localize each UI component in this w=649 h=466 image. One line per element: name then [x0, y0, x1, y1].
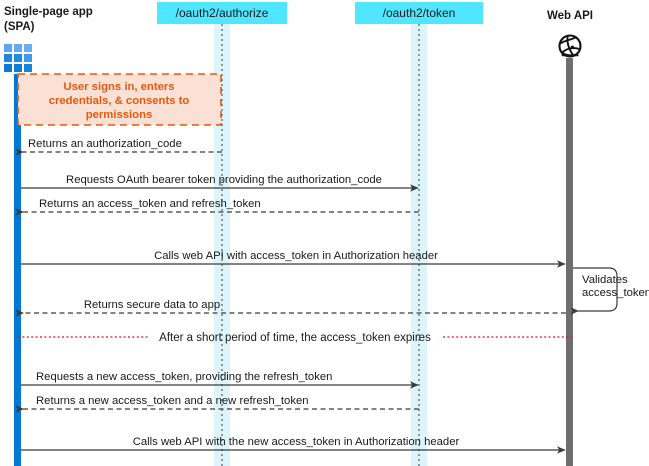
participant-spa-label-line1: Single-page app [4, 6, 93, 18]
note-line-2: credentials, & consents to [49, 95, 190, 107]
participant-webapi: Web API [547, 10, 593, 58]
note-box [17, 73, 222, 126]
participant-authorize: /oauth2/authorize [157, 2, 287, 24]
participant-token: /oauth2/token [355, 2, 483, 24]
lifeline-webapi [566, 58, 573, 466]
message-1-label: Returns an authorization_code [28, 138, 182, 150]
divider-token-expires: After a short period of time, the access… [18, 332, 572, 344]
message-5: Returns secure data to app [15, 299, 566, 317]
app-grid-icon [4, 44, 32, 72]
message-6: Requests a new access_token, providing t… [21, 371, 419, 389]
lifeline-token [411, 24, 427, 466]
message-6-label: Requests a new access_token, providing t… [36, 371, 332, 383]
message-8: Calls web API with the new access_token … [21, 436, 566, 454]
self-message-arrow [570, 267, 618, 315]
lifeline-authorize [214, 24, 230, 466]
participant-spa: Single-page app (SPA) [4, 6, 93, 72]
message-5-label: Returns secure data to app [84, 299, 220, 311]
message-7-label: Returns a new access_token and a new ref… [36, 395, 309, 407]
participant-spa-label-line2: (SPA) [4, 21, 35, 33]
note-line-3: permissions [86, 109, 153, 121]
participant-authorize-label: /oauth2/authorize [176, 6, 269, 20]
message-7: Returns a new access_token and a new ref… [15, 395, 419, 413]
lifeline-spa [14, 74, 21, 466]
message-3: Returns an access_token and refresh_toke… [15, 198, 419, 216]
message-2: Requests OAuth bearer token providing th… [21, 174, 419, 192]
divider-label: After a short period of time, the access… [159, 332, 431, 344]
participant-webapi-label: Web API [547, 10, 593, 22]
note-user-signin: User signs in, enters credentials, & con… [17, 73, 222, 126]
globe-network-icon [558, 34, 582, 58]
self-message-validates: Validates access_token [570, 267, 649, 315]
message-1: Returns an authorization_code [15, 138, 222, 156]
message-2-label: Requests OAuth bearer token providing th… [66, 174, 382, 186]
note-line-1: User signs in, enters [63, 81, 174, 93]
message-3-label: Returns an access_token and refresh_toke… [39, 198, 261, 210]
message-4-label: Calls web API with access_token in Autho… [154, 250, 438, 262]
message-4: Calls web API with access_token in Autho… [21, 250, 566, 268]
participant-authorize-box [157, 2, 287, 24]
self-message-line-2: access_token [582, 287, 649, 299]
participant-token-label: /oauth2/token [383, 6, 456, 20]
self-message-line-1: Validates [582, 274, 628, 286]
message-8-label: Calls web API with the new access_token … [133, 436, 460, 448]
participant-token-box [355, 2, 483, 24]
